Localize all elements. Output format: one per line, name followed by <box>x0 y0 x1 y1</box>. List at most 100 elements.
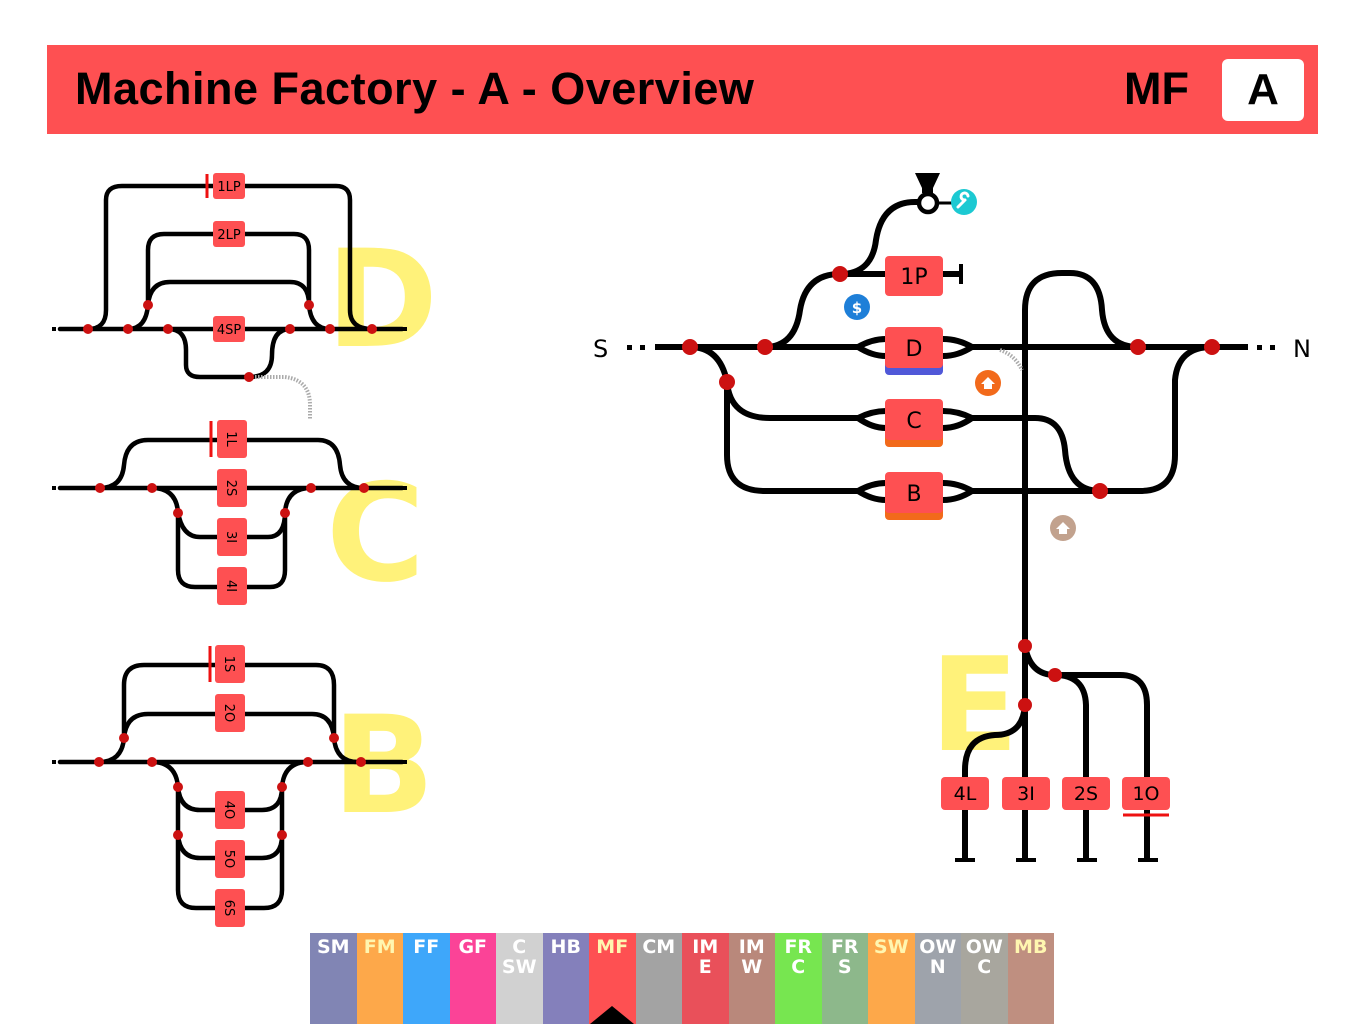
section-letter-c: C <box>326 455 425 612</box>
platform-6s[interactable]: 6S <box>215 889 245 927</box>
overview-switches <box>682 266 1220 712</box>
nav-item-label: C <box>512 936 527 958</box>
nav-item-gf[interactable]: GF <box>449 933 496 1024</box>
nav-item-label: IM <box>692 936 719 958</box>
platform-1p[interactable]: 1P <box>885 256 943 296</box>
depot-icon[interactable] <box>915 173 952 215</box>
group-d-switches <box>83 300 377 382</box>
svg-text:C: C <box>906 409 921 434</box>
platform-1l[interactable]: 1L <box>217 420 247 458</box>
svg-text:4L: 4L <box>954 783 977 805</box>
svg-text:5O: 5O <box>221 850 236 869</box>
platform-b[interactable]: B <box>885 472 943 520</box>
nav-item-label: SM <box>316 936 350 958</box>
svg-text:4SP: 4SP <box>217 323 242 338</box>
svg-text:D: D <box>906 337 923 362</box>
nav-item-label: MF <box>596 936 629 958</box>
svg-text:1S: 1S <box>221 656 236 673</box>
platform-c[interactable]: C <box>885 399 943 447</box>
nav-item-sublabel: S <box>837 956 852 978</box>
nav-item-sm[interactable]: SM <box>310 933 357 1024</box>
dollar-icon[interactable]: $ <box>844 294 870 320</box>
nav-item-fm[interactable]: FM <box>356 933 403 1024</box>
connector-hatched <box>255 375 312 420</box>
track-continuation <box>52 327 56 331</box>
platform-d[interactable]: D <box>885 327 943 375</box>
svg-text:B: B <box>906 482 921 507</box>
svg-text:4O: 4O <box>221 801 236 820</box>
nav-item-label: FF <box>413 936 440 958</box>
platform-2lp[interactable]: 2LP <box>213 221 245 247</box>
section-letter-e: E <box>930 629 1019 781</box>
nav-item-label: OW <box>919 936 957 958</box>
nav-item-cm[interactable]: CM <box>635 933 682 1024</box>
connector-hatched <box>999 348 1024 371</box>
overview-tracks <box>655 199 1248 862</box>
svg-text:2LP: 2LP <box>217 228 241 243</box>
platform-4o[interactable]: 4O <box>215 791 245 829</box>
platform-3i[interactable]: 3I <box>217 518 247 556</box>
wrench-icon[interactable] <box>951 189 977 215</box>
svg-text:6S: 6S <box>221 900 236 917</box>
svg-text:1L: 1L <box>223 431 238 447</box>
svg-text:2O: 2O <box>221 704 236 723</box>
platform-1lp[interactable]: 1LP <box>213 173 245 199</box>
nav-item-label: FR <box>784 936 813 958</box>
platform-2s[interactable]: 2S <box>217 469 247 507</box>
platform-2o[interactable]: 2O <box>215 694 245 732</box>
nav-item-hb[interactable]: HB <box>542 933 589 1024</box>
nav-item-mf[interactable]: MF <box>589 933 636 1024</box>
nav-item-label: HB <box>550 936 581 958</box>
nav-item-sublabel: E <box>698 956 712 978</box>
platform-e-3i[interactable]: 3I <box>1002 777 1050 810</box>
platform-5o[interactable]: 5O <box>215 840 245 878</box>
platform-1s[interactable]: 1S <box>215 645 245 683</box>
nav-item-sublabel: SW <box>501 956 537 978</box>
track-continuation <box>52 486 56 490</box>
nav-item-label: OW <box>965 936 1003 958</box>
svg-text:$: $ <box>852 299 862 317</box>
svg-text:1O: 1O <box>1132 783 1159 805</box>
track-continuation <box>403 760 407 764</box>
track-continuation <box>640 345 645 350</box>
platform-4sp[interactable]: 4SP <box>213 316 245 342</box>
svg-text:3I: 3I <box>223 531 238 543</box>
nav-item-sw[interactable]: SW <box>868 933 915 1024</box>
home-icon[interactable] <box>975 370 1001 396</box>
svg-text:2S: 2S <box>1074 783 1098 805</box>
track-continuation <box>52 760 56 764</box>
platform-e-1o[interactable]: 1O <box>1122 777 1170 810</box>
direction-south-label: S <box>593 335 608 363</box>
nav-item-sublabel: C <box>791 956 806 978</box>
factory-code: MF <box>1124 63 1189 114</box>
svg-text:1P: 1P <box>900 265 927 290</box>
home-icon[interactable] <box>1050 515 1076 541</box>
nav-item-mb[interactable]: MB <box>1007 933 1054 1024</box>
group-c-switches <box>95 483 369 518</box>
nav-item-label: CM <box>642 936 676 958</box>
page-header: Machine Factory - A - Overview MF A <box>47 45 1318 134</box>
platform-e-2s[interactable]: 2S <box>1062 777 1110 810</box>
nav-item-label: FR <box>830 936 859 958</box>
direction-north-label: N <box>1293 335 1311 363</box>
platform-e-4l[interactable]: 4L <box>941 777 989 810</box>
nav-item-label: SW <box>873 936 909 958</box>
nav-item-label: FM <box>363 936 396 958</box>
svg-text:1LP: 1LP <box>217 180 241 195</box>
section-letter-d: D <box>326 221 438 378</box>
active-indicator-icon <box>590 1006 635 1024</box>
track-continuation <box>403 486 407 490</box>
platform-4i[interactable]: 4I <box>217 567 247 605</box>
nav-item-ff[interactable]: FF <box>403 933 450 1024</box>
nav-item-label: IM <box>738 936 765 958</box>
svg-text:4I: 4I <box>223 580 238 592</box>
